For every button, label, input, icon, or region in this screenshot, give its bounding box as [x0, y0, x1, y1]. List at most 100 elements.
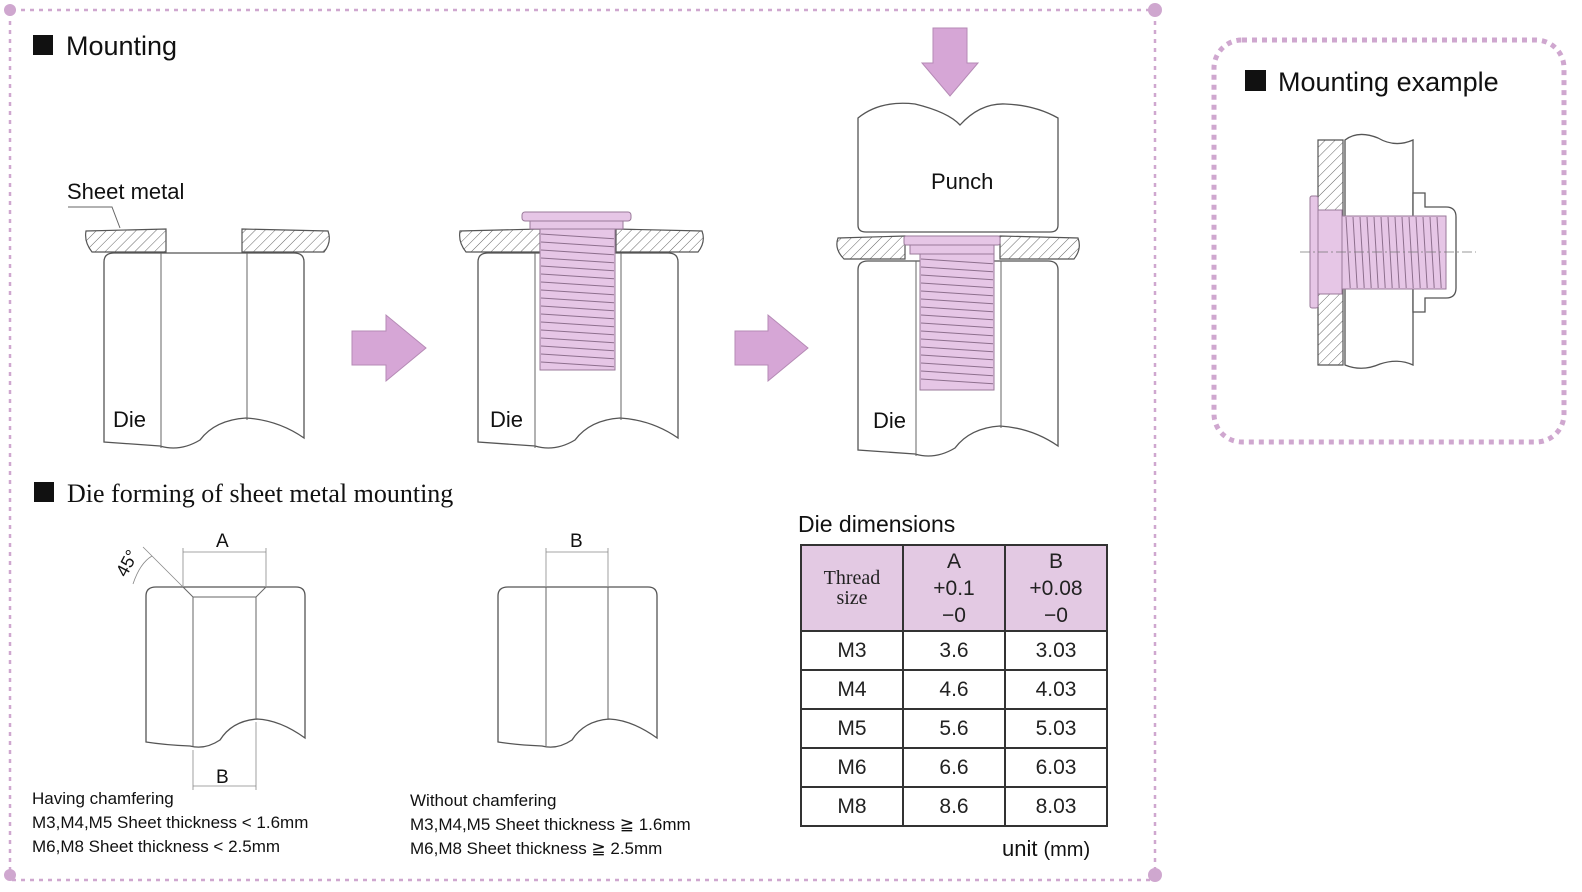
punch-label: Punch [931, 169, 993, 194]
table-row: M8 8.6 8.03 [800, 786, 1108, 827]
die-label-3: Die [873, 408, 906, 433]
die-label-2: Die [490, 407, 523, 432]
header-a: A +0.1 −0 [902, 544, 1006, 632]
cell-a: 4.6 [902, 669, 1006, 710]
thread-line [1359, 216, 1365, 289]
die-dimensions-title: Die dimensions [798, 511, 955, 537]
sheet-left-1 [85, 228, 167, 253]
stud-shank-3 [919, 253, 995, 391]
punch-body [857, 102, 1059, 233]
thread-line [540, 273, 615, 280]
cell-b: 6.03 [1004, 747, 1108, 788]
thread-line [920, 274, 994, 281]
thread-line [920, 290, 994, 297]
thread-line [540, 241, 615, 248]
no-chamfer-note-1: Without chamfering [410, 791, 556, 810]
thread-line [540, 233, 615, 240]
thread-line [540, 313, 615, 320]
no-chamfer-note-2: M3,M4,M5 Sheet thickness ≧ 1.6mm [410, 815, 691, 834]
example-frame-border [1211, 37, 1567, 445]
dim-b-label-1: B [216, 767, 229, 788]
thread-line [540, 353, 615, 360]
thread-line [1436, 216, 1442, 289]
thread-line [540, 297, 615, 304]
thread-line [920, 282, 994, 289]
table-row: M4 4.6 4.03 [800, 669, 1108, 710]
header-thread-line2: size [836, 587, 868, 609]
dim-a-label-1: A [216, 531, 229, 552]
thread-line [1408, 216, 1414, 289]
stud-threads-2 [540, 233, 615, 368]
header-b-line3: −0 [1044, 603, 1068, 627]
chamfer-edge-right [255, 586, 267, 598]
mounting-example-title: Mounting example [1278, 67, 1499, 97]
header-b-line1: B [1048, 549, 1063, 573]
no-chamfer-die-figure: B Without chamfering M3,M4,M5 Sheet thic… [410, 531, 691, 858]
chamfer-note-2: M3,M4,M5 Sheet thickness < 1.6mm [32, 813, 308, 832]
thread-line [1429, 216, 1435, 289]
cell-b: 4.03 [1004, 669, 1108, 710]
stud-shank-example [1341, 215, 1447, 290]
sheet-metal-leader [68, 206, 121, 229]
step3-figure: Punch Die [836, 27, 1080, 457]
thread-line [920, 266, 994, 273]
thread-line [1394, 216, 1400, 289]
thread-line [920, 362, 994, 369]
header-thread-line1: Thread [823, 567, 881, 589]
cell-thread: M4 [800, 669, 904, 710]
unit-word: unit [1002, 836, 1037, 861]
stud-serration-3 [909, 244, 995, 255]
thread-line [920, 378, 994, 385]
die-forming-title: Die forming of sheet metal mounting [67, 479, 453, 508]
die-body-1 [103, 252, 305, 449]
header-a-line3: −0 [942, 603, 966, 627]
thread-line [540, 249, 615, 256]
thread-line [1345, 216, 1351, 289]
thread-line [540, 321, 615, 328]
thread-line [540, 289, 615, 296]
sheet-right-2 [615, 228, 704, 253]
sheet-right-1 [241, 228, 330, 253]
example-bullet-icon [1245, 70, 1266, 91]
mounting-title: Mounting [66, 31, 177, 61]
cell-b: 3.03 [1004, 630, 1108, 671]
step-arrow-1 [351, 313, 427, 383]
table-row: M3 3.6 3.03 [800, 630, 1108, 671]
sheet-left-2 [459, 228, 541, 253]
thread-line [540, 257, 615, 264]
thread-line [920, 298, 994, 305]
thread-line [920, 338, 994, 345]
mounting-bullet-icon [33, 35, 53, 55]
thread-line [920, 354, 994, 361]
cell-thread: M5 [800, 708, 904, 749]
thread-line [540, 337, 615, 344]
cell-a: 8.6 [902, 786, 1006, 827]
thread-line [540, 281, 615, 288]
thread-line [1380, 216, 1386, 289]
die-dimensions-table-wrap: Thread size A +0.1 −0 B +0.08 −0 M3 3.6 … [800, 544, 1108, 827]
thread-line [540, 305, 615, 312]
thread-line [1366, 216, 1372, 289]
unit-mm: (mm) [1043, 839, 1090, 861]
thread-line [540, 361, 615, 368]
step-arrow-2 [734, 313, 809, 383]
header-a-line1: A [946, 549, 961, 573]
chamfer-note-1: Having chamfering [32, 789, 174, 808]
thread-line [920, 258, 994, 265]
thread-line [1352, 216, 1358, 289]
stud-head-3 [903, 235, 1001, 246]
cell-thread: M6 [800, 747, 904, 788]
no-chamfer-die-body [497, 586, 658, 748]
cell-thread: M8 [800, 786, 904, 827]
chamfer-note-3: M6,M8 Sheet thickness < 2.5mm [32, 837, 280, 856]
no-chamfer-note-3: M6,M8 Sheet thickness ≧ 2.5mm [410, 839, 662, 858]
thread-line [540, 329, 615, 336]
thread-line [540, 265, 615, 272]
chamfer-die-body [145, 586, 306, 748]
cell-a: 6.6 [902, 747, 1006, 788]
thread-line [1415, 216, 1421, 289]
chamfer-die-figure: A 45° B Having chamfering M3,M4,M5 Sheet… [32, 531, 308, 856]
thread-line [920, 370, 994, 377]
header-b-line2: +0.08 [1029, 576, 1083, 600]
